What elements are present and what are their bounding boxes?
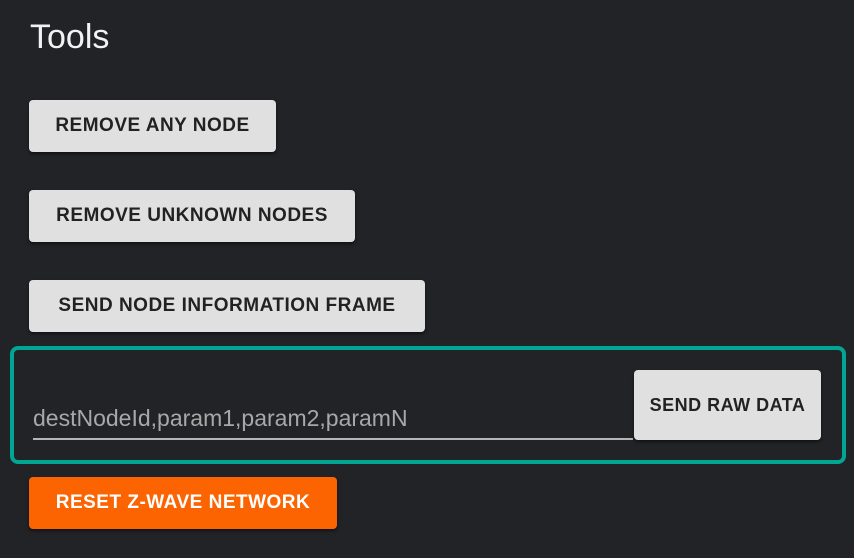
send-node-information-frame-button[interactable]: SEND NODE INFORMATION FRAME [29,280,425,332]
page-title: Tools [30,18,110,56]
send-raw-data-button[interactable]: SEND RAW DATA [634,370,821,440]
raw-data-panel: SEND RAW DATA [10,346,846,464]
remove-unknown-nodes-button[interactable]: REMOVE UNKNOWN NODES [29,190,355,242]
raw-data-input[interactable] [33,398,633,440]
remove-any-node-button[interactable]: REMOVE ANY NODE [29,100,276,152]
reset-zwave-network-button[interactable]: RESET Z-WAVE NETWORK [29,477,337,529]
